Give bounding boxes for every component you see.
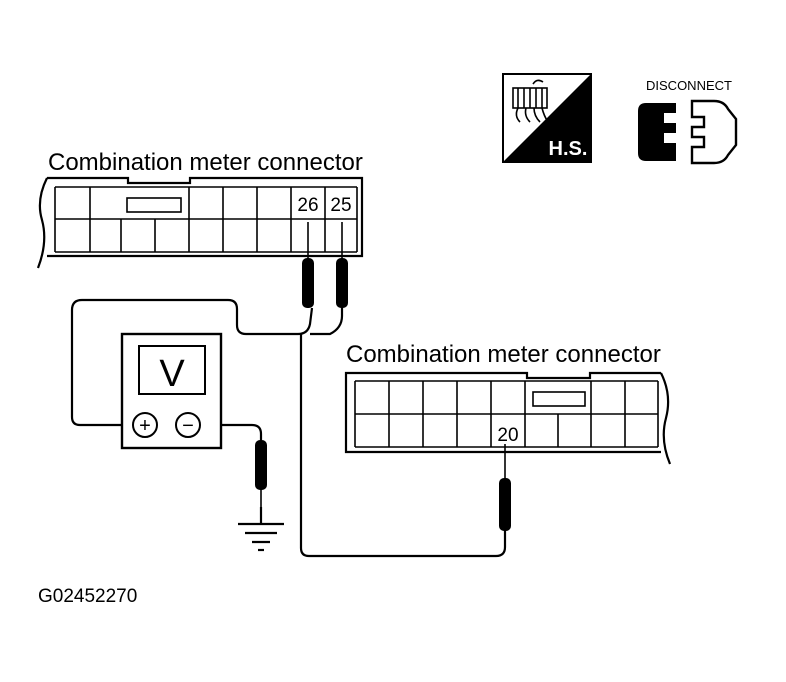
probe-pin-20 [499, 444, 511, 531]
plus-icon: + [139, 415, 151, 437]
minus-icon: − [182, 415, 194, 437]
connector-top: Combination meter connector 26 25 [36, 149, 364, 269]
hs-badge: H.S. [502, 73, 592, 163]
connector-top-title: Combination meter connector [48, 149, 363, 176]
pin-20-label: 20 [497, 425, 518, 446]
plus-terminal: + [132, 412, 158, 438]
pin-26-label: 26 [297, 195, 318, 216]
probe-pin-26 [302, 222, 314, 308]
hs-label: H.S. [549, 138, 588, 160]
probe-pin-25 [336, 222, 348, 308]
connector-bottom-title: Combination meter connector [346, 341, 661, 368]
disconnect-label: DISCONNECT [646, 78, 732, 93]
voltmeter: V + − [120, 332, 223, 450]
pin-25-label: 25 [330, 195, 351, 216]
ground-icon [238, 522, 284, 552]
connector-bottom: Combination meter connector 20 [344, 341, 672, 465]
figure-id: G02452270 [38, 586, 137, 607]
disconnect-badge: DISCONNECT [638, 78, 738, 165]
probe-ground [255, 440, 267, 507]
harness-side-connector-icon [512, 79, 549, 123]
voltmeter-display: V [159, 353, 185, 395]
wires [70, 298, 507, 558]
minus-terminal: − [175, 412, 201, 438]
disconnect-icon [638, 99, 738, 165]
